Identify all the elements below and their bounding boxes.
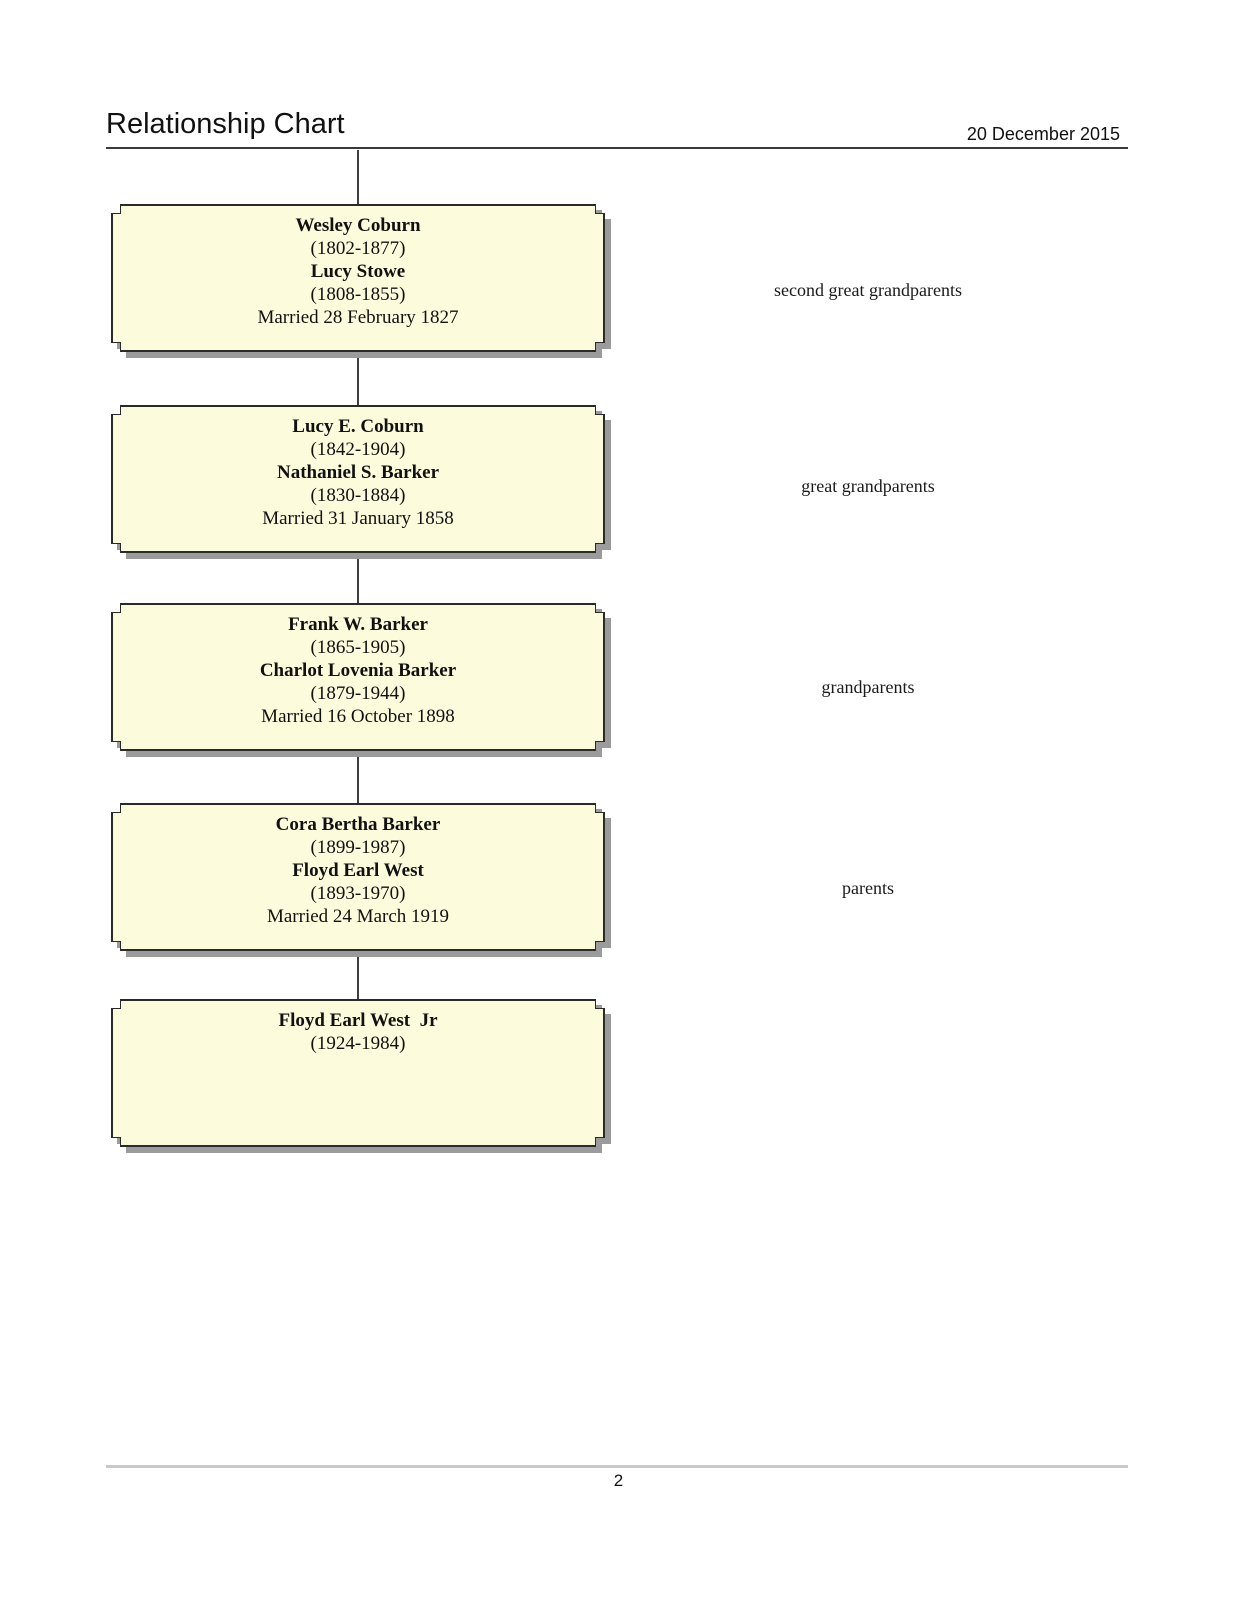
person-name: Frank W. Barker: [288, 614, 428, 635]
relationship-label: parents: [842, 878, 894, 898]
box-content: Lucy E. Coburn (1842-1904) Nathaniel S. …: [111, 415, 605, 530]
header-rule: [106, 147, 1128, 149]
person-name: Floyd Earl West Jr: [278, 1010, 438, 1031]
person-box-subject: Floyd Earl West Jr (1924-1984): [111, 999, 605, 1147]
person-name: Wesley Coburn: [295, 215, 421, 236]
person-box-second-great-grandparents: Wesley Coburn (1802-1877) Lucy Stowe (18…: [111, 204, 605, 352]
box-content: Floyd Earl West Jr (1924-1984): [111, 1009, 605, 1055]
marriage-date: Married 28 February 1827: [257, 307, 459, 328]
relationship-label: great grandparents: [801, 476, 935, 496]
connector-line: [357, 150, 359, 204]
box-content: Cora Bertha Barker (1899-1987) Floyd Ear…: [111, 813, 605, 928]
box-content: Wesley Coburn (1802-1877) Lucy Stowe (18…: [111, 214, 605, 329]
page-number: 2: [613, 1471, 624, 1490]
person-years: (1924-1984): [310, 1033, 406, 1054]
spouse-years: (1879-1944): [310, 683, 406, 704]
box-fill: [113, 407, 603, 551]
spouse-name: Floyd Earl West: [292, 860, 424, 881]
box-border: [111, 204, 605, 352]
connector-line: [357, 951, 359, 999]
box-content: Frank W. Barker (1865-1905) Charlot Love…: [111, 613, 605, 728]
connector-line: [357, 352, 359, 405]
box-border: [111, 405, 605, 553]
person-name: Lucy E. Coburn: [292, 416, 424, 437]
box-fill: [113, 605, 603, 749]
connector-line: [357, 553, 359, 603]
marriage-date: Married 16 October 1898: [261, 706, 455, 727]
footer-rule: [106, 1465, 1128, 1468]
marriage-date: Married 24 March 1919: [266, 906, 450, 927]
person-name: Cora Bertha Barker: [275, 814, 441, 835]
person-box-great-grandparents: Lucy E. Coburn (1842-1904) Nathaniel S. …: [111, 405, 605, 553]
person-years: (1865-1905): [310, 637, 406, 658]
box-border: [111, 803, 605, 951]
page-title: Relationship Chart: [106, 108, 345, 140]
person-years: (1802-1877): [310, 238, 406, 259]
box-border: [111, 999, 605, 1147]
connector-line: [357, 751, 359, 803]
person-box-grandparents: Frank W. Barker (1865-1905) Charlot Love…: [111, 603, 605, 751]
report-date: 20 December 2015: [966, 124, 1120, 144]
spouse-name: Nathaniel S. Barker: [276, 462, 440, 483]
box-border: [111, 603, 605, 751]
relationship-label: second great grandparents: [774, 280, 962, 300]
person-years: (1899-1987): [310, 837, 406, 858]
marriage-date: Married 31 January 1858: [262, 508, 454, 529]
person-years: (1842-1904): [310, 439, 406, 460]
relationship-label: grandparents: [821, 677, 915, 697]
spouse-years: (1808-1855): [310, 284, 406, 305]
spouse-years: (1830-1884): [310, 485, 406, 506]
box-fill: [113, 206, 603, 350]
spouse-name: Lucy Stowe: [310, 261, 406, 282]
person-box-parents: Cora Bertha Barker (1899-1987) Floyd Ear…: [111, 803, 605, 951]
spouse-name: Charlot Lovenia Barker: [259, 660, 457, 681]
box-fill: [113, 805, 603, 949]
box-fill: [113, 1001, 603, 1145]
spouse-years: (1893-1970): [310, 883, 406, 904]
